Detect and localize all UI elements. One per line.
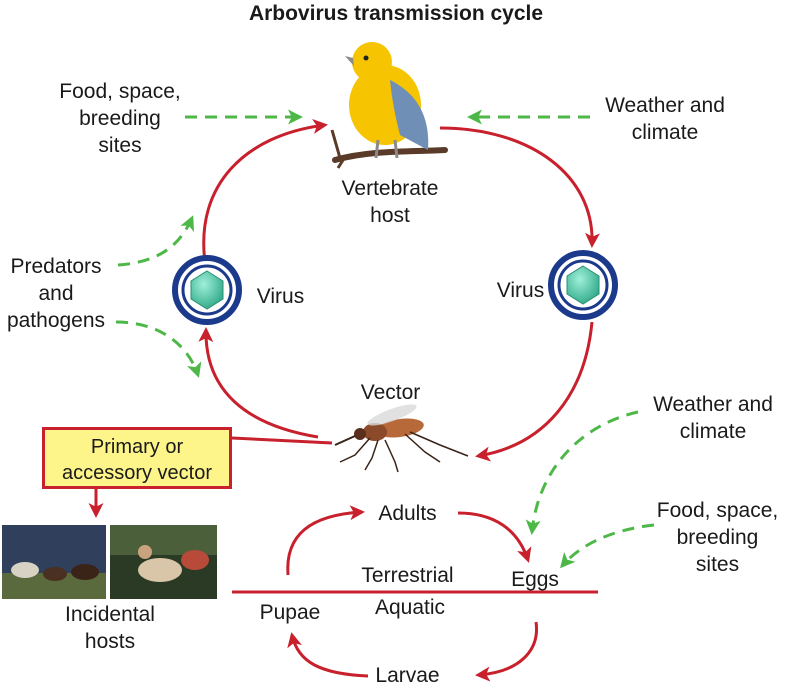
line-vector-to-box xyxy=(231,436,333,445)
label-predators: Predators and pathogens xyxy=(6,255,106,332)
label-larvae: Larvae xyxy=(375,664,440,687)
label-weather-top: Weather and climate xyxy=(605,94,725,144)
arrow-pupae-to-adults xyxy=(286,505,365,576)
bird-illustration xyxy=(330,42,448,169)
influence-predators-down xyxy=(115,320,202,378)
influence-predators-up xyxy=(117,215,194,267)
label-adults: Adults xyxy=(378,502,437,525)
label-pupae: Pupae xyxy=(259,601,321,624)
label-weather-right: Weather and climate xyxy=(653,393,773,443)
label-virus-right: Virus xyxy=(496,279,545,302)
arrow-host-to-virus xyxy=(439,126,600,248)
primary-vector-box: Primary or accessory vector xyxy=(42,427,232,489)
label-vector: Vector xyxy=(360,381,421,404)
label-food-right: Food, space, breeding sites xyxy=(656,499,779,576)
label-eggs: Eggs xyxy=(511,568,559,591)
label-incidental-hosts: Incidental hosts xyxy=(65,603,155,653)
diagram-title: Arbovirus transmission cycle xyxy=(248,2,544,25)
influence-food-to-eggs xyxy=(560,523,655,569)
horses-photo xyxy=(2,525,106,599)
influence-weather-to-eggs xyxy=(525,410,639,535)
arrow-virus-to-host xyxy=(202,119,328,263)
virus-icon xyxy=(548,250,618,320)
label-primary-vector: Primary or accessory vector xyxy=(61,436,213,484)
arrow-eggs-to-larvae xyxy=(475,621,538,682)
people-photo xyxy=(110,525,217,599)
label-food-top: Food, space, breeding sites xyxy=(59,80,181,157)
mosquito-illustration xyxy=(334,404,469,473)
arrow-larvae-to-pupae xyxy=(287,632,369,678)
label-terrestrial: Terrestrial xyxy=(361,564,454,587)
label-aquatic: Aquatic xyxy=(374,596,446,619)
label-virus-left: Virus xyxy=(256,285,305,308)
virus-icon xyxy=(172,255,242,325)
arrow-virus-to-vector xyxy=(475,321,594,462)
arrow-vector-to-virus xyxy=(198,327,319,439)
label-vertebrate-host: Vertebrate host xyxy=(341,177,439,227)
arrow-adults-to-eggs xyxy=(457,511,532,563)
